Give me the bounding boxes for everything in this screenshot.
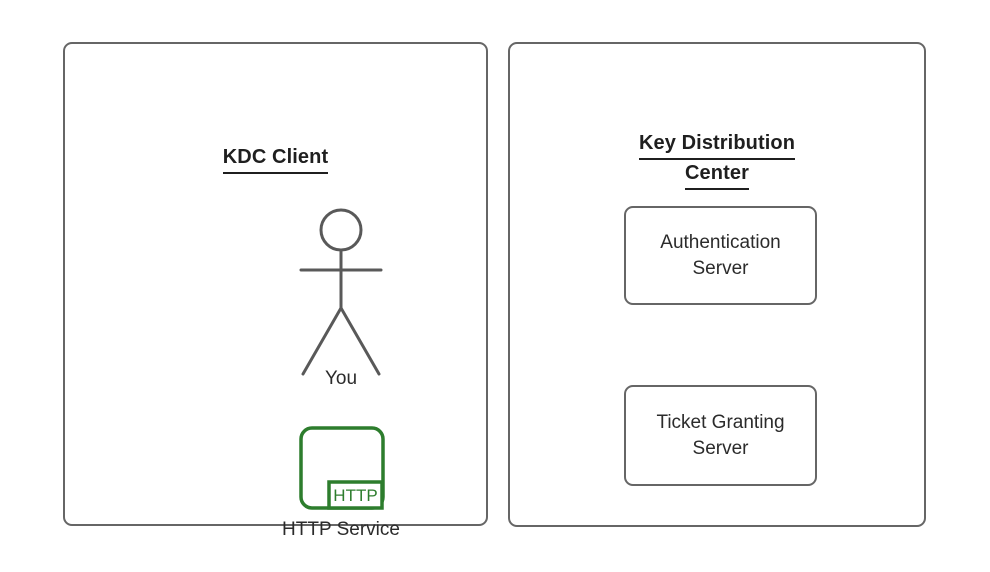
panel-kdc-title-line1: Key Distribution <box>638 130 796 160</box>
panel-kdc-title-line2: Center <box>685 160 749 190</box>
svg-text:HTTP: HTTP <box>333 486 377 505</box>
panel-kdc-title: Key Distribution Center <box>510 130 924 190</box>
panel-kdc-client-title-text: KDC Client <box>222 144 329 174</box>
authentication-server-label: Authentication Server <box>654 230 786 282</box>
panel-kdc-client: KDC Client You HTTP HTTP S <box>63 42 488 540</box>
stick-figure-icon <box>290 202 392 380</box>
ticket-granting-server-box[interactable]: Ticket Granting Server <box>624 385 817 486</box>
authentication-server-box[interactable]: Authentication Server <box>624 206 817 305</box>
panel-kdc-client-title: KDC Client <box>65 144 486 174</box>
ticket-granting-server-label-line2: Server <box>692 437 749 459</box>
authentication-server-label-line2: Server <box>692 257 749 279</box>
ticket-granting-server-label-line1: Ticket Granting <box>656 411 785 433</box>
actor-label: You <box>324 368 358 389</box>
authentication-server-label-line1: Authentication <box>660 231 781 253</box>
ticket-granting-server-label: Ticket Granting Server <box>650 410 790 462</box>
http-service-label: HTTP Service <box>282 519 400 540</box>
http-service-icon: HTTP <box>296 423 388 513</box>
